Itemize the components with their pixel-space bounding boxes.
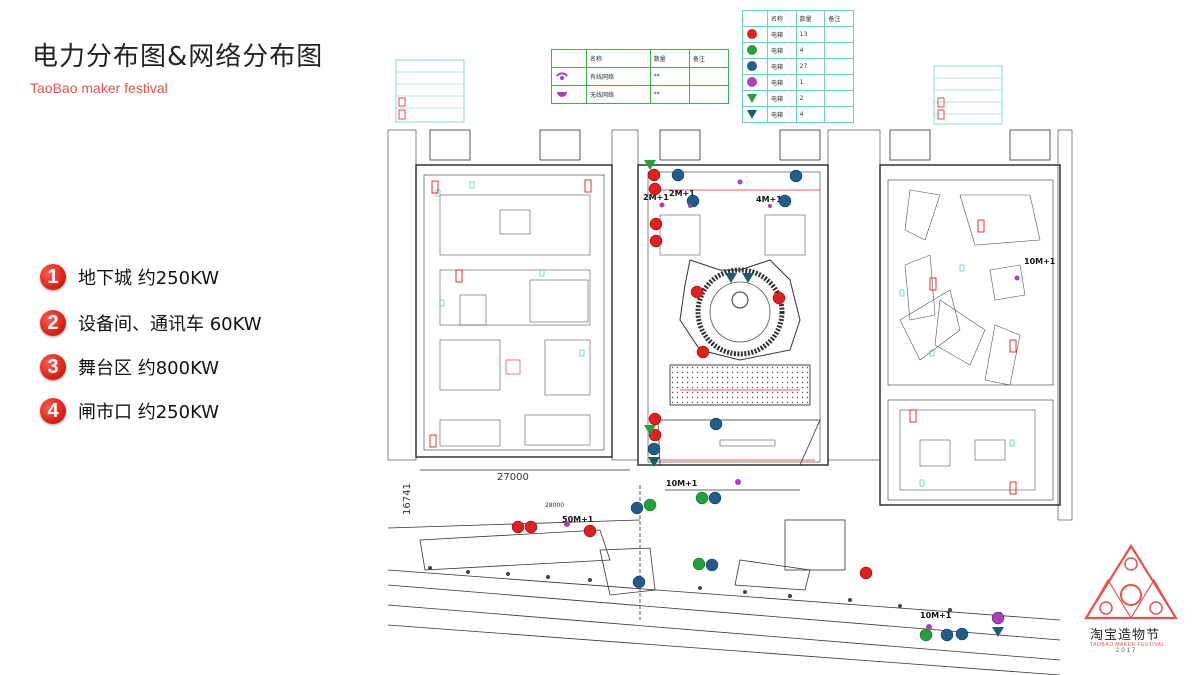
number-badge-1: 1 — [40, 264, 66, 290]
logo-name: 淘宝造物节 — [1090, 628, 1161, 643]
dimension-label-27000: 27000 — [497, 472, 529, 483]
bandwidth-label-10m-center: 10M+1 — [666, 479, 698, 488]
box-row-note-6 — [824, 106, 854, 123]
electric-box-purple — [991, 611, 1005, 625]
power-legend-label-1: 地下城 约250KW — [78, 268, 220, 289]
network-points — [564, 179, 1020, 630]
bandwidth-label-50m: 50M+1 — [562, 515, 594, 524]
power-legend-item-3: 3 舞台区 约800KW — [40, 352, 219, 382]
stage-area — [650, 189, 821, 466]
map-dimension-labels: 27000 16741 28000 — [402, 472, 564, 515]
blue-box-icon — [742, 58, 768, 75]
power-legend-label-3: 舞台区 约800KW — [78, 358, 220, 379]
bandwidth-label-2m-a: 2M+1 — [643, 193, 669, 202]
page-subtitle: TaoBao maker festival — [30, 80, 168, 96]
building-outline — [387, 129, 1073, 521]
power-legend-label-2: 设备间、通讯车 60KW — [78, 314, 262, 335]
bandwidth-label-4m: 4M+1 — [756, 195, 782, 204]
small-legend-right — [933, 65, 1003, 125]
electric-boxes-green — [643, 491, 933, 642]
network-legend-table: 名称 数量 备注 有线网络 ** 无线网络 ** — [551, 49, 730, 104]
blue-triangle-icon — [742, 106, 768, 123]
floor-plan-map: 27000 16741 28000 2M+1 2M+1 4M+1 10M+1 1… — [387, 59, 1073, 675]
dimension-label-16741: 16741 — [402, 483, 413, 515]
small-legend-left — [395, 59, 465, 123]
logo-year: 2017 — [1116, 648, 1138, 654]
road-markers — [428, 566, 1002, 616]
electric-boxes-red — [511, 168, 873, 580]
electric-boxes-blue — [630, 168, 969, 642]
page-title: 电力分布图&网络分布图 — [32, 42, 324, 72]
purple-box-icon — [742, 74, 768, 91]
electric-box-triangles — [644, 160, 1004, 637]
power-legend-label-4: 闸市口 约250KW — [78, 402, 220, 423]
logo-subtext: TAOBAO MAKER FESTIVAL — [1090, 642, 1165, 648]
number-badge-3: 3 — [40, 354, 66, 380]
number-badge-4: 4 — [40, 398, 66, 424]
bandwidth-label-10m-bottom: 10M+1 — [920, 611, 952, 620]
power-legend-item-1: 1 地下城 约250KW — [40, 262, 219, 292]
power-legend-item-4: 4 闸市口 约250KW — [40, 396, 219, 426]
cyan-markers — [435, 181, 1015, 487]
red-box-icon — [742, 26, 768, 43]
electric-box-legend-table: 名称 数量 备注 电箱 13 电箱 4 电箱 27 电箱 1 电箱 2 电箱 4 — [742, 10, 854, 123]
box-row-name-6: 电箱 — [767, 106, 797, 123]
number-badge-2: 2 — [40, 310, 66, 336]
bandwidth-label-2m-b: 2M+1 — [669, 189, 695, 198]
taobao-maker-festival-logo-icon — [1084, 543, 1178, 620]
power-legend-item-2: 2 设备间、通讯车 60KW — [40, 308, 262, 338]
outdoor-area — [387, 469, 1061, 675]
dimension-label-28000: 28000 — [545, 502, 564, 509]
red-outline-markers — [429, 179, 1017, 495]
bandwidth-label-10m-right: 10M+1 — [1024, 257, 1056, 266]
network-row-note-2 — [688, 85, 730, 104]
interior-rooms — [439, 189, 1041, 491]
network-bandwidth-labels: 2M+1 2M+1 4M+1 10M+1 10M+1 50M+1 10M+1 — [562, 189, 1056, 620]
wireless-network-icon — [551, 85, 587, 104]
